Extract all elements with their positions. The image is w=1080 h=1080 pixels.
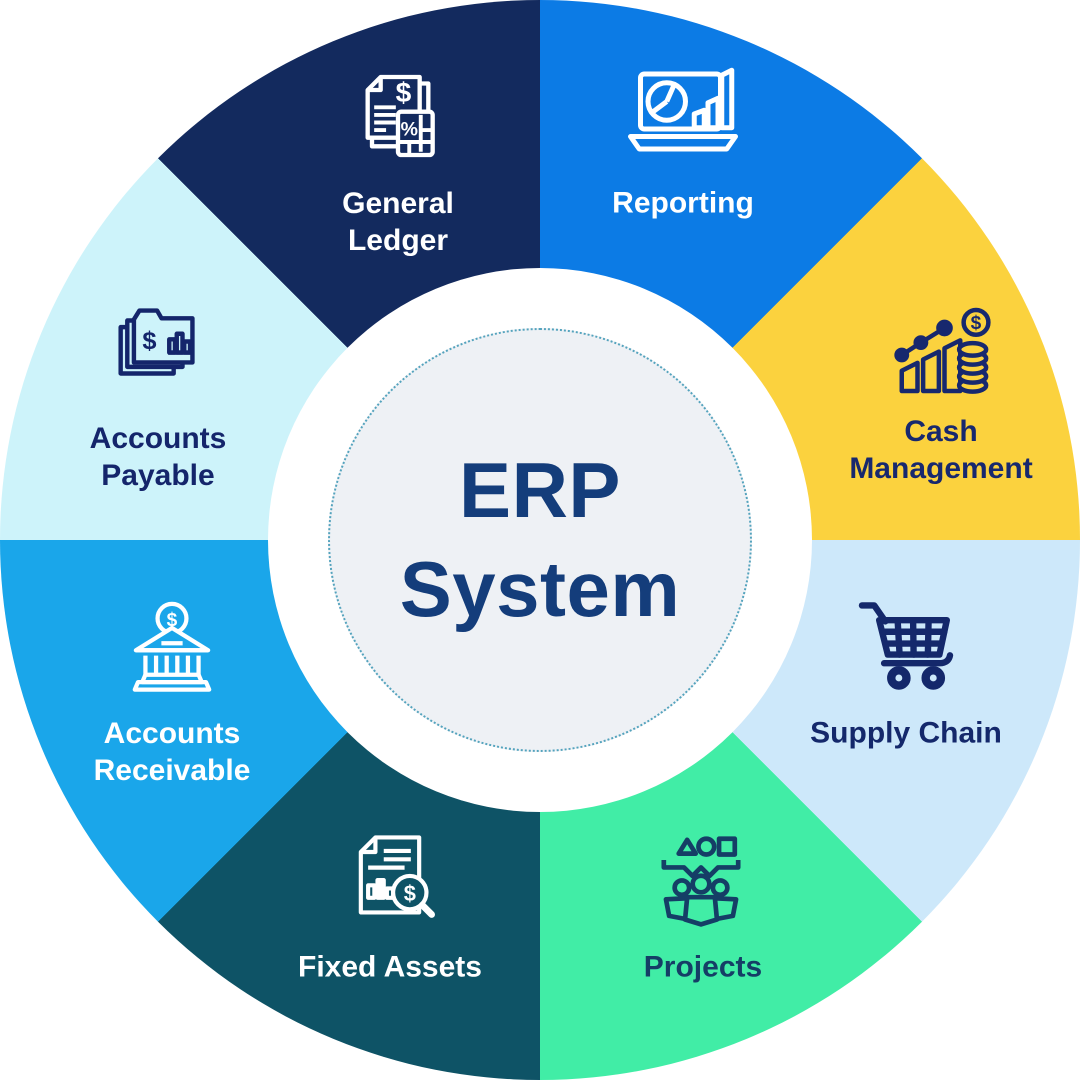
diagram-title: ERP System	[399, 445, 681, 633]
svg-text:$: $	[404, 881, 416, 906]
segment-label: Cash Management	[849, 414, 1033, 485]
svg-text:$: $	[167, 610, 178, 631]
growth-chart-coins-icon: $	[886, 301, 994, 409]
segment-label: General Ledger	[342, 186, 454, 257]
shopping-cart-icon	[846, 587, 964, 705]
svg-text:$: $	[396, 77, 412, 108]
segment-label: Accounts Payable	[89, 421, 227, 492]
segment-label: Supply Chain	[810, 716, 1002, 750]
svg-text:$: $	[971, 313, 982, 334]
segment-label: Projects	[643, 950, 763, 984]
svg-text:$: $	[142, 327, 156, 355]
segment-label: Accounts Receivable	[93, 716, 251, 787]
segment-label: Reporting	[612, 186, 754, 220]
folders-icon: $	[103, 294, 209, 400]
svg-text:%: %	[401, 119, 418, 141]
bank-coin-icon: $	[121, 595, 223, 697]
ledger-calculator-icon: $ %	[346, 64, 450, 168]
team-tasks-icon	[650, 826, 752, 928]
document-magnifier-icon: $	[340, 827, 440, 927]
segment-label: Fixed Assets	[298, 950, 482, 984]
hub-circle: ERP System	[328, 328, 752, 752]
laptop-analytics-icon	[623, 54, 743, 174]
